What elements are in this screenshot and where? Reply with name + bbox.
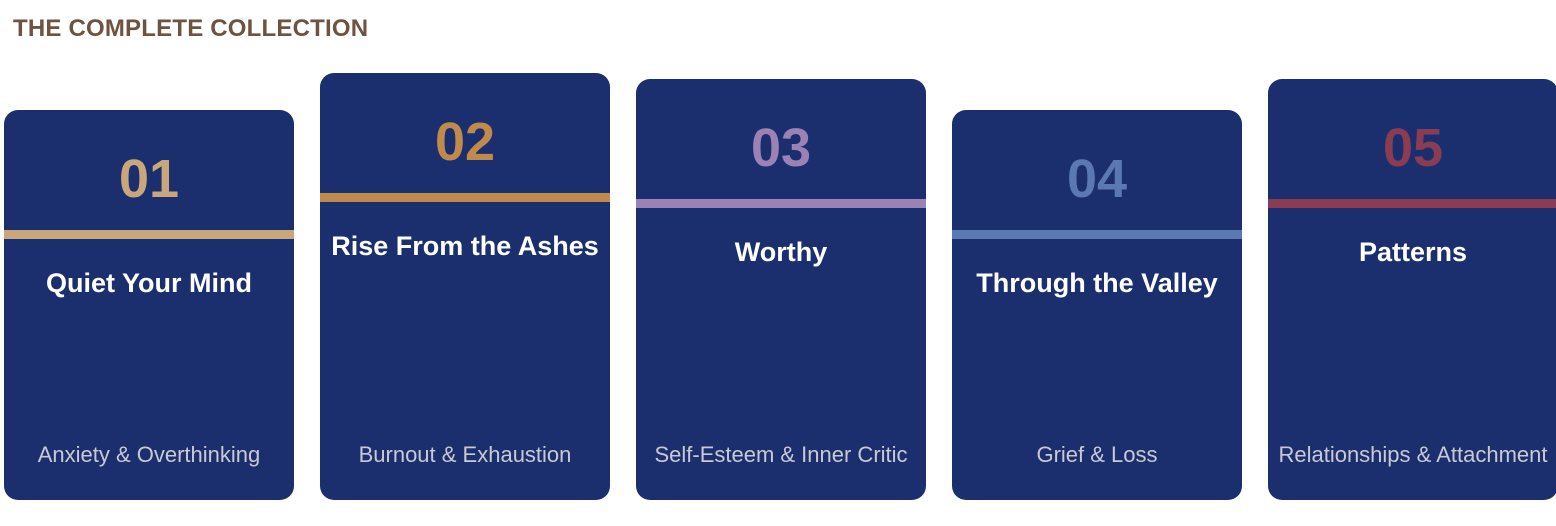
card-subtitle: Anxiety & Overthinking <box>37 442 261 467</box>
card-number: 05 <box>1382 118 1444 178</box>
card-accent-divider <box>1268 199 1556 208</box>
card-number: 02 <box>434 112 496 172</box>
card-number: 03 <box>750 118 812 178</box>
card-subtitle: Grief & Loss <box>1036 442 1158 467</box>
card-title: Through the Valley <box>976 268 1218 298</box>
card-accent-divider <box>952 230 1242 239</box>
card-accent-divider <box>636 199 926 208</box>
collection-card-03[interactable]: 03 Worthy Self-Esteem & Inner Critic <box>636 79 926 500</box>
collection-card-01[interactable]: 01 Quiet Your Mind Anxiety & Overthinkin… <box>4 110 294 500</box>
card-number: 04 <box>1066 149 1128 209</box>
collection-card-05[interactable]: 05 Patterns Relationships & Attachment <box>1268 79 1556 500</box>
card-title: Patterns <box>1358 237 1468 267</box>
collection-card-02[interactable]: 02 Rise From the Ashes Burnout & Exhaust… <box>320 73 610 500</box>
card-subtitle: Self-Esteem & Inner Critic <box>654 442 908 467</box>
card-title: Quiet Your Mind <box>46 268 252 298</box>
collection-heading: THE COMPLETE COLLECTION <box>13 15 369 42</box>
card-subtitle: Relationships & Attachment <box>1278 442 1548 467</box>
card-number: 01 <box>118 149 180 209</box>
collection-card-04[interactable]: 04 Through the Valley Grief & Loss <box>952 110 1242 500</box>
card-title: Rise From the Ashes <box>331 231 599 261</box>
card-subtitle: Burnout & Exhaustion <box>358 442 572 467</box>
card-title: Worthy <box>734 237 828 267</box>
card-accent-divider <box>320 193 610 202</box>
card-accent-divider <box>4 230 294 239</box>
